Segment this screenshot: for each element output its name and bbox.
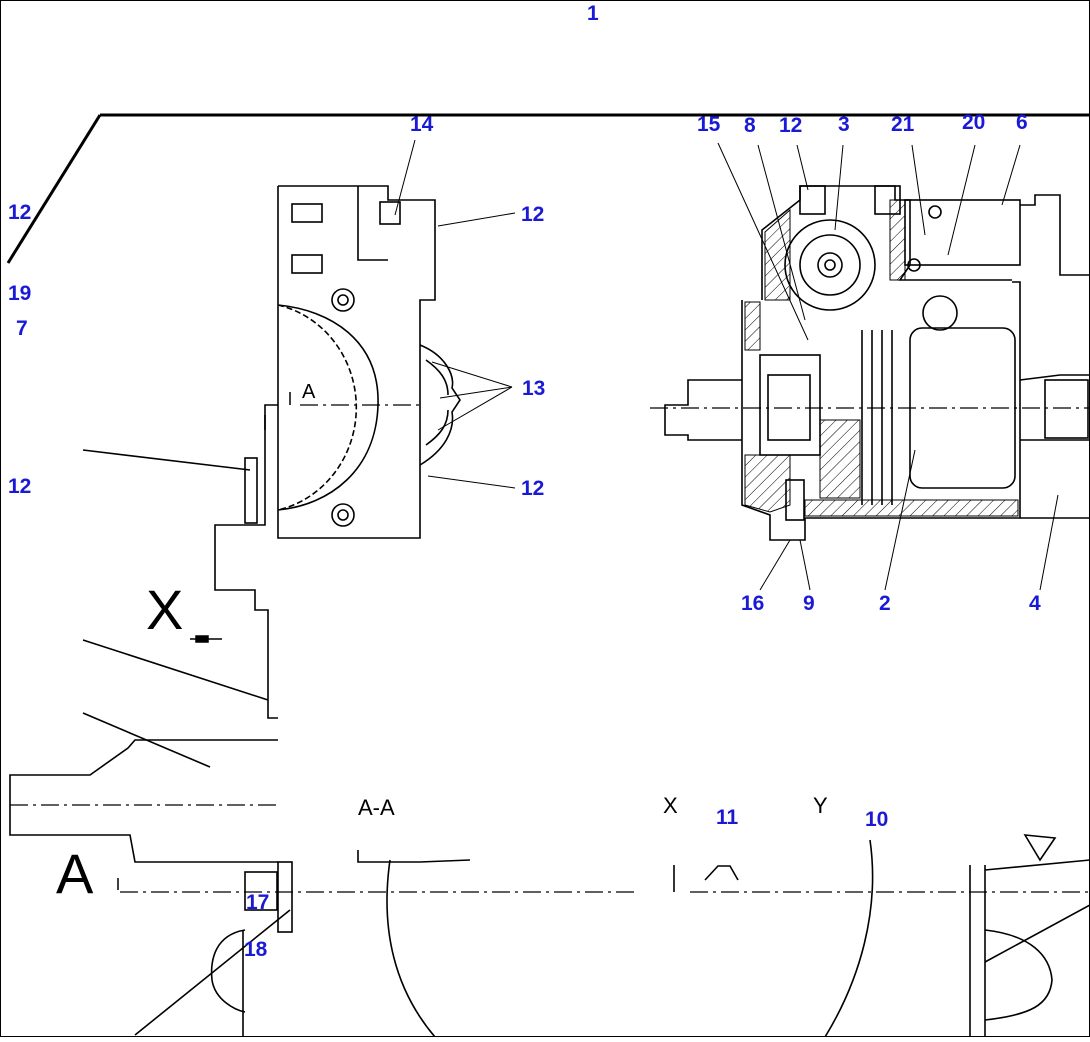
callout-8: 8 xyxy=(744,114,756,137)
callout-11: 11 xyxy=(716,806,739,829)
callout-14: 14 xyxy=(410,113,434,136)
section-a-marker: A xyxy=(302,381,316,403)
callout-12-d: 12 xyxy=(521,477,545,500)
callout-12-a: 12 xyxy=(8,201,32,224)
callout-18: 18 xyxy=(244,938,268,961)
callout-12-e: 12 xyxy=(779,114,803,137)
right-assembly xyxy=(650,185,1090,541)
callout-20: 20 xyxy=(962,111,986,134)
callout-10: 10 xyxy=(865,808,889,831)
section-views xyxy=(120,834,1090,1038)
callout-15: 15 xyxy=(697,113,721,136)
callout-1: 1 xyxy=(587,2,599,25)
callout-21: 21 xyxy=(891,113,915,136)
callout-4: 4 xyxy=(1029,592,1041,615)
callout-12-b: 12 xyxy=(521,203,545,226)
callout-3: 3 xyxy=(838,113,850,136)
view-x-label: X xyxy=(663,793,678,818)
callout-2: 2 xyxy=(879,592,891,615)
callout-6: 6 xyxy=(1016,111,1028,134)
callout-13: 13 xyxy=(522,377,546,400)
hatched-sections xyxy=(744,199,1019,517)
section-aa-label: A-A xyxy=(358,795,395,820)
callout-9: 9 xyxy=(803,592,815,615)
view-x-marker: X xyxy=(146,578,184,641)
section-a-big-marker: A xyxy=(56,842,94,905)
section-arrows xyxy=(117,392,291,890)
left-assembly xyxy=(9,185,461,863)
callout-16: 16 xyxy=(741,592,765,615)
housing-outline xyxy=(6,113,1090,264)
leader-lines xyxy=(394,139,1059,591)
callout-7: 7 xyxy=(16,317,28,340)
callout-17: 17 xyxy=(246,891,270,914)
callout-12-c: 12 xyxy=(8,475,32,498)
view-y-label: Y xyxy=(813,793,828,818)
callout-19: 19 xyxy=(8,282,32,305)
